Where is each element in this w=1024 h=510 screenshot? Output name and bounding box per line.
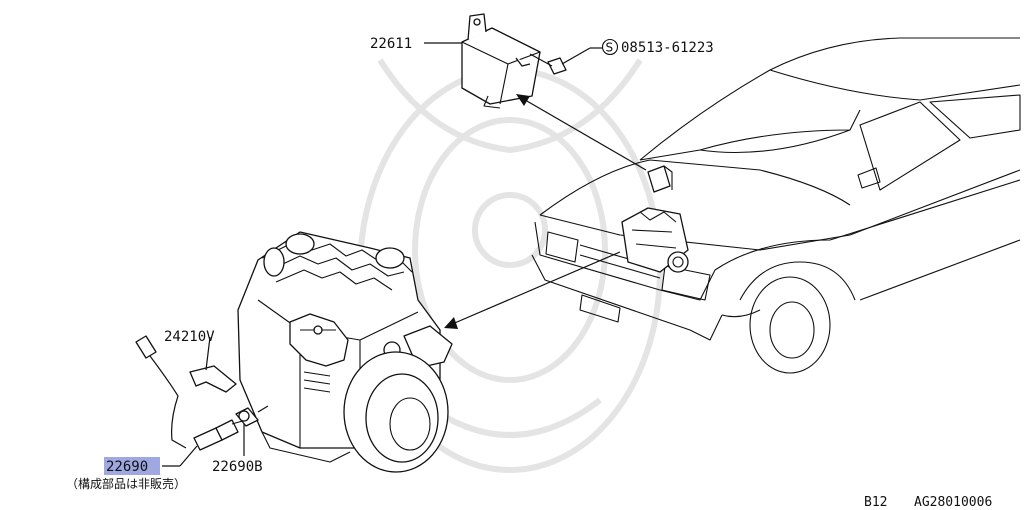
bolt-symbol-letter: S bbox=[606, 41, 614, 55]
leader-lines bbox=[162, 42, 603, 467]
control-unit-label[interactable]: 22611 bbox=[370, 36, 412, 52]
not-sold-note: （構成部品は非販売） bbox=[66, 476, 186, 491]
adapter-part bbox=[235, 405, 269, 427]
sensor-part bbox=[193, 419, 247, 451]
diagram-code: AG28010006 bbox=[914, 495, 992, 510]
harness-part bbox=[135, 335, 237, 449]
engine-assembly bbox=[237, 231, 453, 473]
sensor-label[interactable]: 22690 bbox=[106, 459, 148, 475]
sensor-highlight bbox=[104, 457, 160, 475]
car-body bbox=[531, 37, 1021, 374]
control-unit-part bbox=[461, 13, 541, 109]
bolt-label[interactable]: S 08513-61223 bbox=[601, 38, 714, 57]
model-code: B12 bbox=[864, 495, 887, 510]
car-control-unit-location bbox=[647, 165, 673, 193]
adapter-label[interactable]: 22690B bbox=[212, 459, 263, 475]
car-engine-location bbox=[621, 207, 689, 273]
location-arrows bbox=[444, 94, 647, 329]
bolt-symbol bbox=[601, 38, 619, 56]
harness-label[interactable]: 24210V bbox=[164, 329, 215, 345]
bolt-part-number: 08513-61223 bbox=[621, 40, 714, 56]
bolt-part bbox=[529, 53, 567, 75]
